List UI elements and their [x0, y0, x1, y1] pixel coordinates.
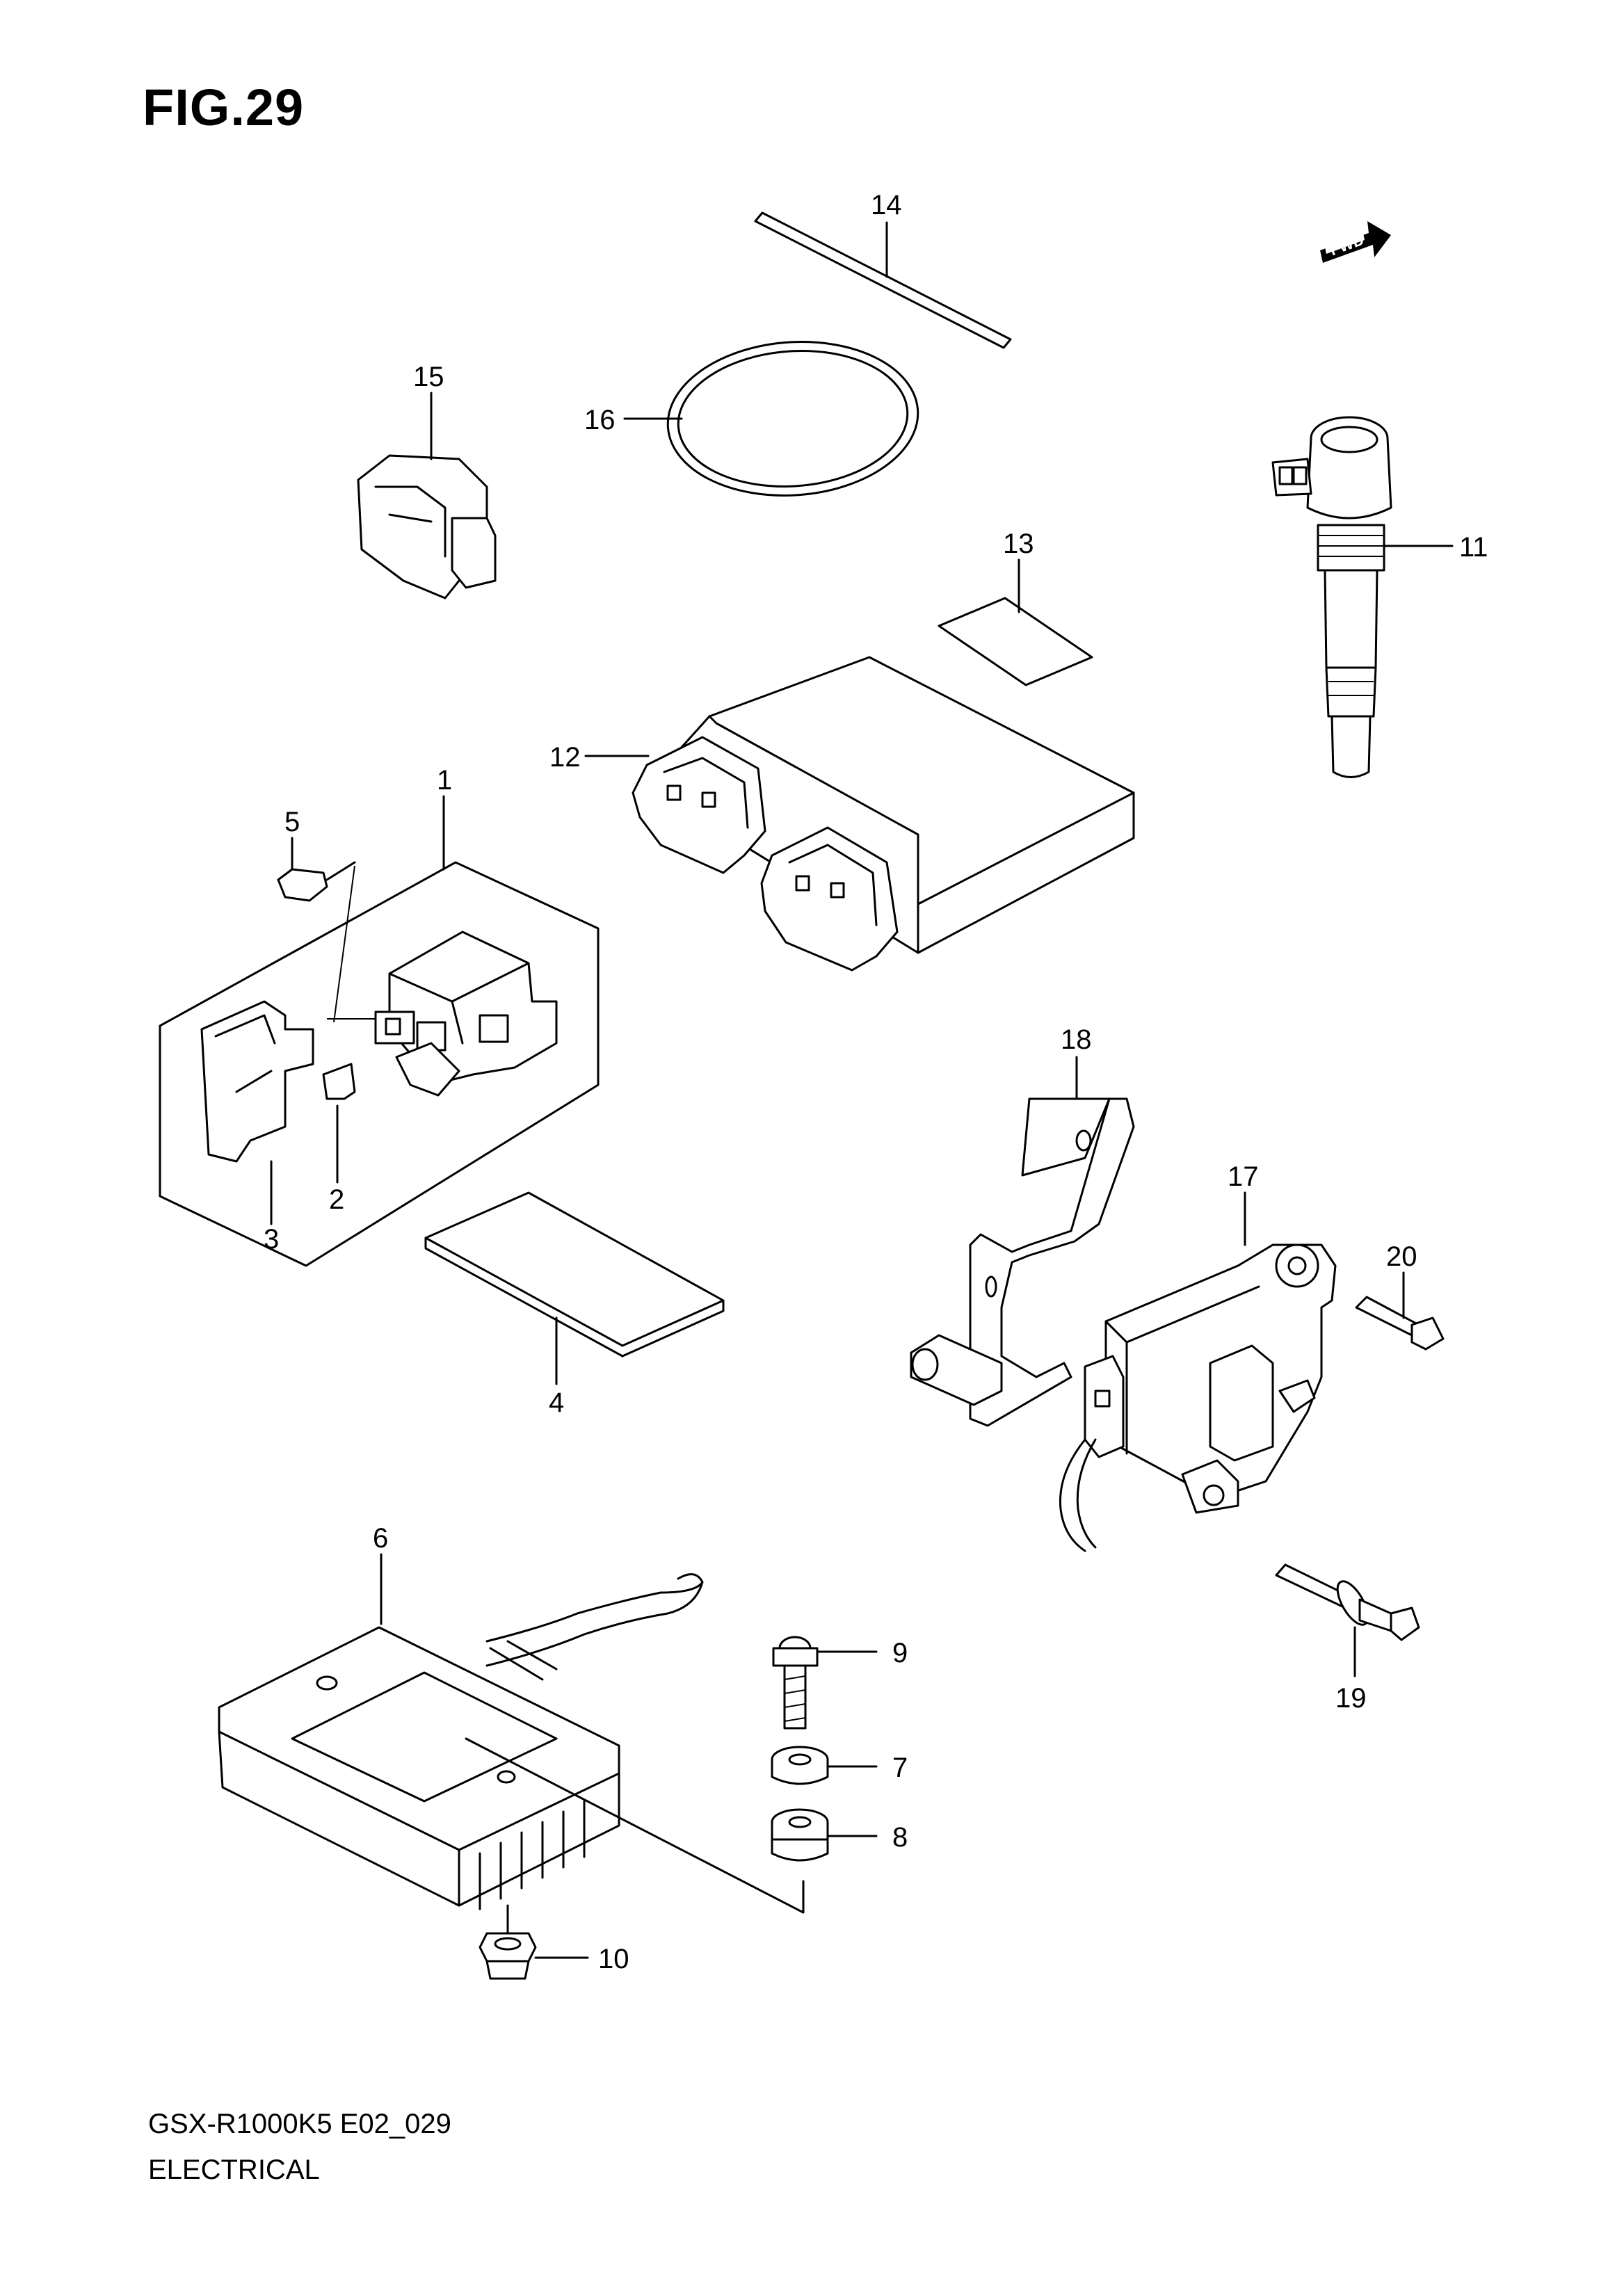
part-7-collar: [771, 1746, 878, 1785]
part-10-nut: [479, 1904, 589, 1980]
part-16-o-ring: [623, 341, 919, 497]
callout-19: 19: [1335, 1683, 1367, 1714]
part-6-regulator: [218, 1553, 704, 1910]
callout-8: 8: [892, 1822, 908, 1853]
fwd-direction-badge: FWD: [1320, 221, 1391, 263]
callout-16: 16: [584, 405, 616, 435]
figure-title: FIG.29: [143, 79, 305, 136]
part-17-servo-actuator: [1059, 1191, 1337, 1552]
fwd-label: FWD: [1328, 231, 1367, 259]
callout-15: 15: [413, 362, 444, 392]
callout-10: 10: [598, 1944, 629, 1974]
callout-13: 13: [1003, 529, 1034, 559]
callout-12: 12: [549, 742, 581, 773]
part-13-label: [938, 558, 1093, 686]
diagram-code: GSX-R1000K5 E02_029: [148, 2109, 451, 2139]
callout-20: 20: [1386, 1241, 1417, 1272]
callout-9: 9: [892, 1638, 908, 1668]
callout-11: 11: [1459, 532, 1488, 563]
callout-5: 5: [284, 807, 300, 837]
leader-line-6-8: [465, 1737, 805, 1914]
diagram-section-name: ELECTRICAL: [148, 2155, 320, 2185]
part-12-ecm: [584, 656, 1135, 972]
part-8-grommet: [771, 1808, 878, 1862]
part-18-bracket: [910, 1056, 1135, 1427]
callout-3: 3: [264, 1224, 279, 1255]
callout-7: 7: [892, 1753, 908, 1783]
part-15-relay: [357, 392, 497, 599]
callout-2: 2: [329, 1184, 344, 1215]
part-4-pad: [424, 1191, 725, 1385]
callout-1: 1: [437, 765, 452, 796]
part-19-bolt: [1275, 1563, 1420, 1677]
callout-14: 14: [871, 190, 902, 220]
part-1-fuse-box-assembly: [159, 795, 600, 1267]
part-9-bolt: [772, 1636, 878, 1730]
callout-4: 4: [549, 1387, 564, 1418]
callout-18: 18: [1061, 1024, 1092, 1055]
part-11-ignition-coil: [1271, 416, 1454, 778]
part-20-bolt: [1355, 1271, 1445, 1351]
part-14-strip: [754, 211, 1012, 349]
callout-17: 17: [1228, 1161, 1259, 1192]
callout-6: 6: [373, 1523, 388, 1554]
